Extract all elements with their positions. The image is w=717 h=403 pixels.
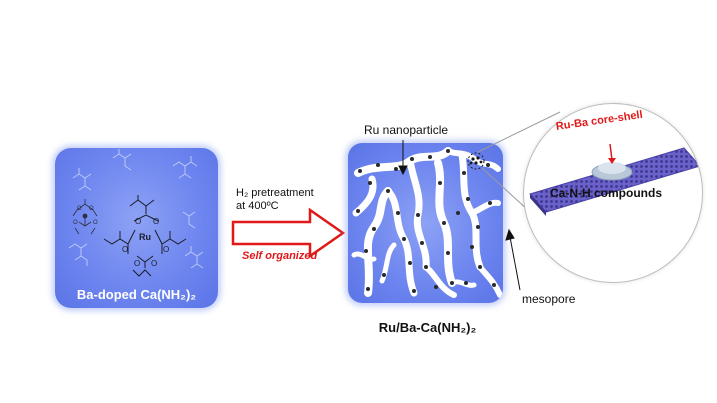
ru-ba-caption: Ru/Ba-Ca(NH₂)₂ bbox=[378, 320, 477, 335]
ru-nanoparticle-label: Ru nanoparticle bbox=[364, 123, 449, 137]
pretreatment-label: H₂ pretreatment bbox=[236, 187, 314, 199]
ba-doped-caption: Ba-doped Ca(NH₂)₂ bbox=[76, 287, 197, 302]
mesopore-network bbox=[351, 147, 503, 298]
faint-complex bbox=[172, 156, 198, 179]
faint-complex bbox=[72, 168, 92, 191]
ru-center-label: Ru bbox=[139, 232, 151, 242]
faint-complex bbox=[184, 246, 204, 269]
ca-n-h-label: Ca-N-H compounds bbox=[550, 186, 662, 200]
pretreatment-temperature: at 400ºC bbox=[236, 200, 279, 212]
self-organize-arrow bbox=[231, 207, 346, 259]
mesopore-label: mesopore bbox=[522, 292, 576, 306]
svg-text:O: O bbox=[153, 217, 159, 226]
svg-text:O: O bbox=[73, 220, 78, 226]
svg-text:O: O bbox=[122, 245, 128, 254]
ru-acac-complex bbox=[103, 195, 187, 277]
svg-text:O: O bbox=[135, 217, 141, 226]
faint-complex bbox=[68, 243, 88, 266]
svg-text:O: O bbox=[134, 259, 140, 268]
svg-text:O: O bbox=[163, 245, 169, 254]
faint-complex bbox=[112, 149, 132, 171]
svg-text:O: O bbox=[77, 206, 82, 212]
faint-complex bbox=[182, 211, 196, 229]
ru-ba-panel bbox=[348, 143, 503, 303]
highlight-circle bbox=[467, 152, 485, 170]
sheet-illustration bbox=[529, 143, 701, 216]
zoom-inset bbox=[523, 103, 703, 283]
ba-complex bbox=[72, 199, 98, 235]
svg-text:O: O bbox=[93, 220, 98, 226]
svg-text:O: O bbox=[151, 259, 157, 268]
self-organized-label: Self organized bbox=[242, 250, 318, 262]
svg-text:O: O bbox=[89, 206, 94, 212]
ru-particles bbox=[356, 149, 496, 293]
